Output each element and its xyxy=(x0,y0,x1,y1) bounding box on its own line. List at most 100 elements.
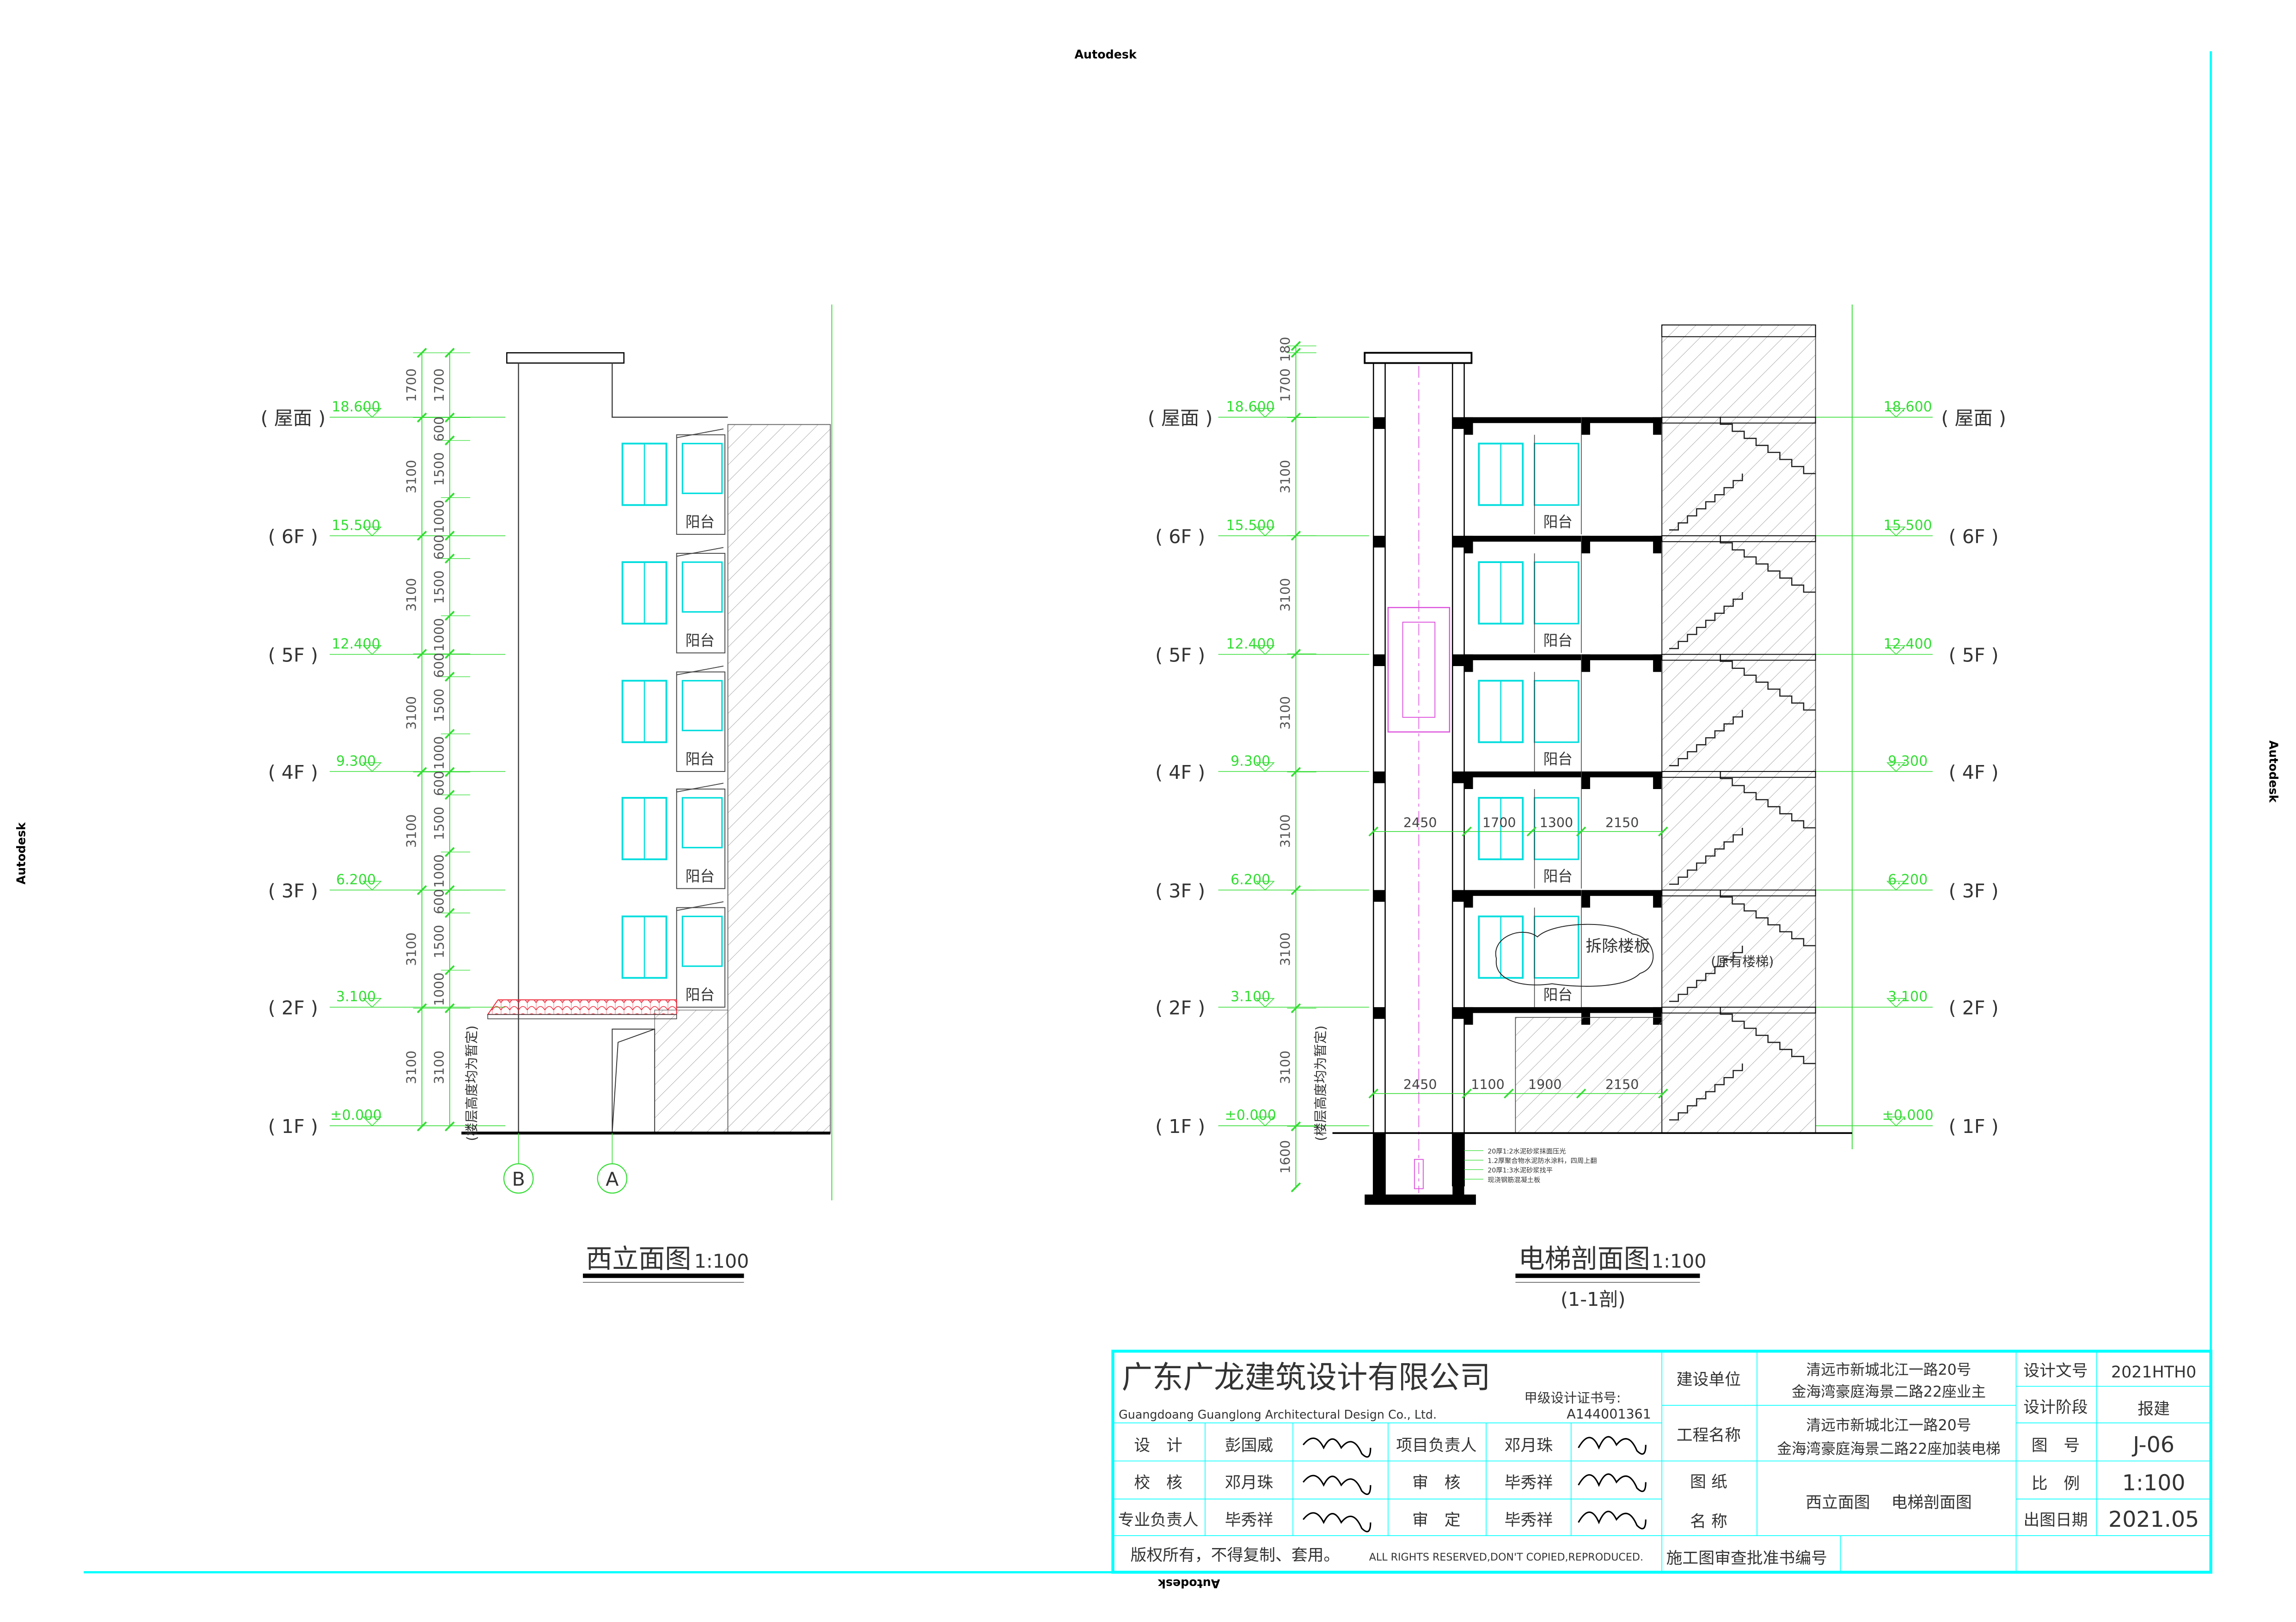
level-elevation: 18.600 xyxy=(332,399,380,415)
beam xyxy=(1653,771,1662,789)
level-elevation-right: ±0.000 xyxy=(1882,1108,1934,1124)
level-triangle xyxy=(1886,881,1906,891)
level-label-right: ( 屋面 ) xyxy=(1941,407,2006,429)
client-line1: 清远市新城北江一路20号 xyxy=(1806,1362,1971,1378)
balcony-sunshade xyxy=(676,666,724,675)
existing-building-hatch xyxy=(654,1010,729,1133)
entrance-door xyxy=(612,1028,655,1133)
level-elevation-left: 6.200 xyxy=(1231,872,1270,888)
level-label-left: ( 4F ) xyxy=(1155,761,1205,783)
dimension-value: 1500 xyxy=(432,689,447,722)
level-elevation-right: 15.500 xyxy=(1884,517,1932,533)
balcony-label: 阳台 xyxy=(686,514,715,531)
watermark-left: Autodesk xyxy=(14,822,28,885)
pit-wall-right xyxy=(1452,1133,1464,1200)
drawing-name: 西立面图 电梯剖面图 xyxy=(1806,1493,1971,1512)
person-name: 邓月珠 xyxy=(1225,1474,1274,1492)
axis-label: A xyxy=(606,1168,618,1190)
pit-slab xyxy=(1365,1194,1476,1205)
level-label-left: ( 3F ) xyxy=(1155,880,1205,902)
level-triangle xyxy=(362,998,382,1008)
level-elevation-left: ±0.000 xyxy=(1225,1108,1276,1124)
dimension-value: 600 xyxy=(432,653,447,678)
level-label-left: ( 1F ) xyxy=(1155,1115,1205,1138)
signature xyxy=(1302,1512,1371,1532)
axis-bubble xyxy=(597,1163,628,1194)
ring-beam xyxy=(1373,1007,1385,1019)
dimension-value: 1700 xyxy=(1278,368,1293,402)
dimension-value: 1000 xyxy=(432,736,447,770)
dimension-value: 1700 xyxy=(432,368,447,402)
level-triangle xyxy=(1886,1116,1906,1126)
west-elevation-drawing: ( 屋面 )18.600( 6F )15.500( 5F )12.400( 4F… xyxy=(261,304,833,1283)
client-line2: 金海湾豪庭海景二路22座业主 xyxy=(1792,1383,1986,1400)
copyright-cn: 版权所有，不得复制、套用。 xyxy=(1130,1546,1340,1565)
balcony-window xyxy=(681,915,723,967)
signature xyxy=(1578,1436,1647,1455)
dimension-tick xyxy=(416,1121,427,1132)
level-label: ( 4F ) xyxy=(268,761,318,783)
dimension-value: 1000 xyxy=(432,854,447,888)
person-name: 毕秀祥 xyxy=(1505,1511,1553,1530)
level-triangle xyxy=(1886,526,1906,537)
stair-landing xyxy=(1661,1006,1816,1014)
stair-note: (原有楼梯) xyxy=(1711,954,1774,969)
stair-landing xyxy=(1661,889,1816,897)
balcony-sunshade xyxy=(676,428,724,438)
project-line1: 清远市新城北江一路20号 xyxy=(1806,1417,1971,1434)
level-triangle xyxy=(362,1116,382,1126)
dimension-value: 3100 xyxy=(404,578,419,612)
balcony-label: 阳台 xyxy=(686,633,715,649)
cert-label: 甲级设计证书号: xyxy=(1524,1390,1621,1406)
drawing-scale: 1:100 xyxy=(1652,1250,1707,1273)
balcony-label: 阳台 xyxy=(1543,751,1573,768)
beam xyxy=(1464,536,1473,554)
stair-flight xyxy=(1669,473,1743,531)
approval-label: 施工图审查批准书编号 xyxy=(1666,1549,1827,1567)
level-label-left: ( 6F ) xyxy=(1155,526,1205,548)
dimension-value: 600 xyxy=(432,534,447,559)
title-underline xyxy=(1515,1273,1700,1278)
level-elevation-right: 9.300 xyxy=(1888,753,1928,769)
dimension-value: 3100 xyxy=(1278,578,1293,612)
stair-flight xyxy=(1720,771,1816,829)
level-triangle xyxy=(1255,998,1275,1008)
dimension-value: 1000 xyxy=(432,500,447,533)
dimension-value: 3100 xyxy=(432,1051,447,1084)
dimension-value: 1500 xyxy=(432,925,447,959)
stair-landing xyxy=(1661,771,1816,778)
level-elevation-right: 6.200 xyxy=(1888,872,1928,888)
field-label: 比 例 xyxy=(2032,1475,2080,1493)
watermark-top: Autodesk xyxy=(1074,48,1137,61)
balcony-label: 阳台 xyxy=(686,987,715,1004)
dimension-value: 1700 xyxy=(404,368,419,402)
dimension-value: 1000 xyxy=(432,618,447,652)
ring-beam xyxy=(1452,417,1464,429)
field-value: 2021.05 xyxy=(2108,1507,2199,1532)
field-label: 出图日期 xyxy=(2023,1511,2088,1530)
level-label-right: ( 2F ) xyxy=(1949,997,1999,1019)
revision-cloud xyxy=(1495,924,1654,987)
ring-beam xyxy=(1373,654,1385,666)
level-elevation: 9.300 xyxy=(336,753,376,769)
level-triangle xyxy=(1886,408,1906,418)
signature xyxy=(1302,1475,1371,1495)
level-triangle xyxy=(1886,645,1906,655)
level-label-right: ( 3F ) xyxy=(1949,880,1999,902)
level-triangle xyxy=(1255,1116,1275,1126)
elevator-car xyxy=(1387,607,1451,733)
stair-flight xyxy=(1720,536,1816,593)
field-value: 1:100 xyxy=(2122,1470,2186,1496)
dimension-value: 3100 xyxy=(404,932,419,966)
level-elevation-right: 12.400 xyxy=(1884,636,1932,652)
dimension-value: 1300 xyxy=(1540,815,1574,830)
level-triangle xyxy=(1255,762,1275,772)
floor-slab xyxy=(1464,417,1662,423)
existing-building-hatch xyxy=(727,424,831,1134)
level-elevation: 6.200 xyxy=(336,872,376,888)
height-note: (楼层高度均为暂定) xyxy=(1313,1025,1329,1141)
dimension-tick xyxy=(1291,1182,1301,1193)
level-triangle xyxy=(1255,881,1275,891)
balcony-label: 阳台 xyxy=(1543,514,1573,531)
level-elevation: 12.400 xyxy=(332,636,380,652)
